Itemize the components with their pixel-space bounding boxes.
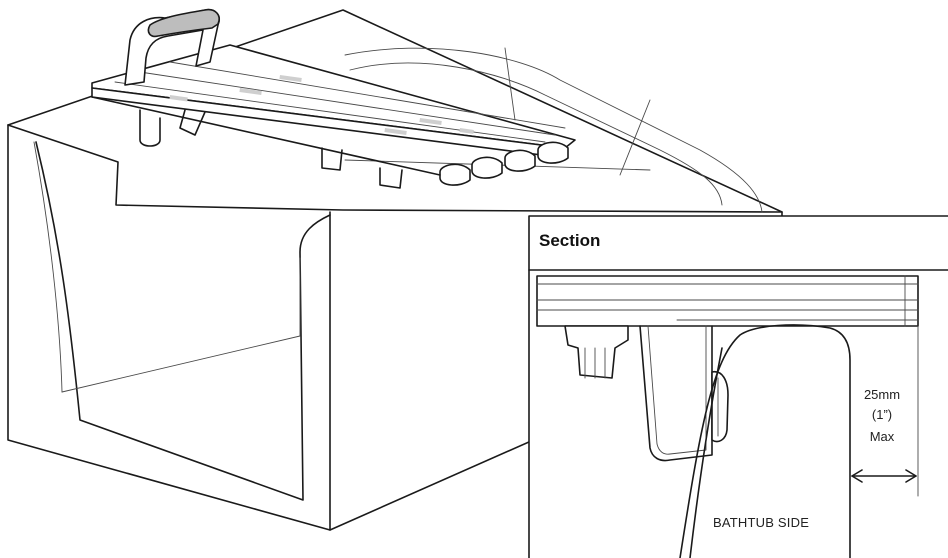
board-underside [91, 96, 441, 176]
center-clamp [321, 147, 343, 171]
left-bracket [139, 109, 161, 147]
bathtub-wall-section [679, 324, 851, 558]
right-bracket [379, 167, 403, 189]
left-clamp [179, 109, 206, 136]
bathtub-rim-edge [7, 124, 783, 213]
rubber-pad [711, 371, 729, 443]
drain-slot [239, 88, 262, 96]
section-title: Section [539, 231, 600, 250]
drain-slot [384, 128, 407, 136]
drain-slot [459, 128, 474, 134]
arrow-head-right [905, 469, 917, 483]
bathtub-inner-wall [33, 141, 63, 393]
dimension-value: 25mm [864, 387, 900, 402]
bathtub-back-rim [344, 47, 763, 213]
dimension-max: Max [870, 429, 895, 444]
drain-slot [279, 75, 302, 83]
slat-end-4 [537, 141, 569, 164]
bathtub-side-seam [619, 99, 651, 176]
bathtub-floor-line [61, 335, 301, 393]
arrow-head-left [851, 469, 863, 483]
section-bracket [639, 325, 713, 462]
section-bracket-inner [647, 325, 707, 455]
slat-groove-2 [139, 71, 556, 136]
grab-handle [124, 8, 220, 86]
fixing-knob [564, 325, 629, 379]
slat-end-1 [439, 163, 471, 186]
slat-end-3 [504, 149, 536, 172]
bath-board [91, 8, 576, 189]
slat-end-2 [471, 156, 503, 179]
drain-slot [169, 95, 188, 102]
bathtub-side-label: BATHTUB SIDE [713, 515, 809, 530]
section-inset: Section 25mm (1”) Max BATHTUB S [528, 215, 948, 558]
dimension-imperial: (1”) [872, 407, 892, 422]
bathtub-opening [35, 141, 331, 501]
handle-grip [147, 8, 220, 38]
bathtub-back-inner [349, 62, 723, 206]
bathtub-wall-inner [689, 347, 723, 558]
double-arrow-icon [851, 469, 917, 483]
slat-groove-3 [169, 61, 566, 129]
section-board [536, 275, 919, 327]
section-frame [528, 215, 948, 558]
bathtub-back-seam [504, 47, 516, 121]
drain-slot [419, 118, 442, 126]
